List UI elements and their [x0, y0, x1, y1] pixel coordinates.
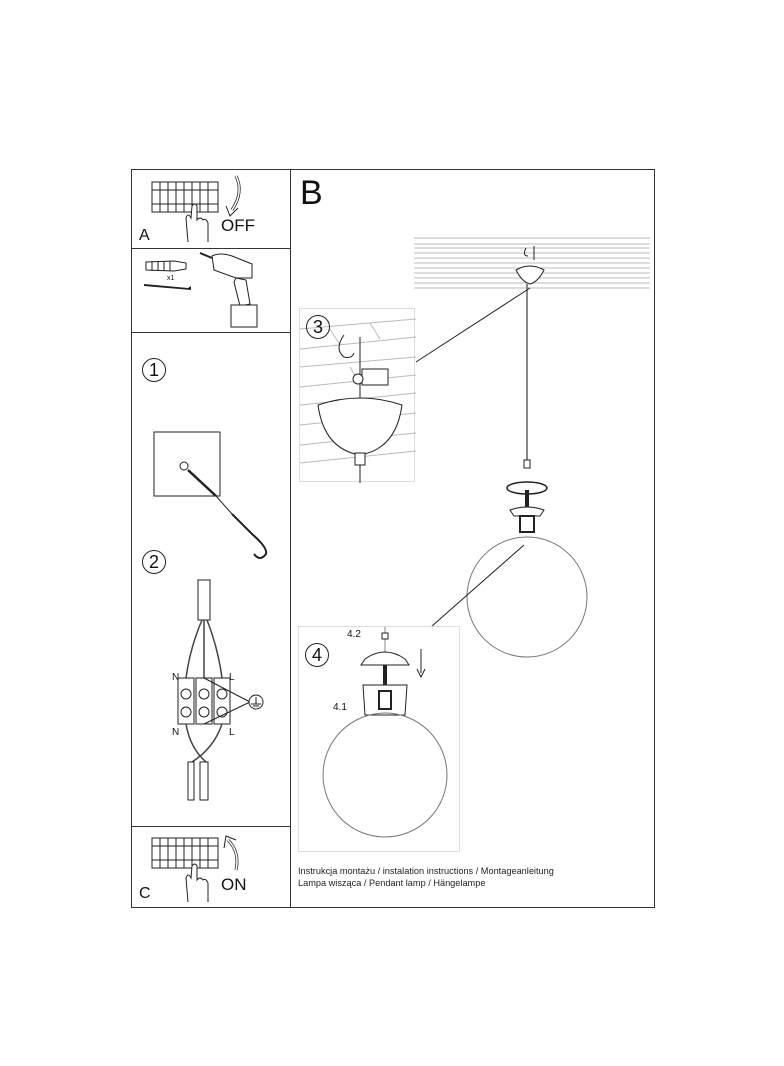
panel-a-letter: A: [139, 227, 150, 244]
hand-icon: [185, 203, 209, 243]
arrow-down-icon: [225, 175, 241, 217]
drill-icon: [199, 252, 258, 328]
caption-line-instructions: Instrukcja montażu / instalation instruc…: [298, 866, 554, 876]
circuit-breaker-icon: [151, 181, 219, 213]
terminal-label-n-bottom: N: [172, 727, 180, 738]
step-2-wiring-diagram: [177, 579, 264, 801]
document-caption: Instrukcja montażu / instalation instruc…: [298, 865, 554, 889]
divider-tools-steps: [131, 332, 291, 333]
part-label-4-2: 4.2: [347, 629, 361, 640]
screw-icon: [144, 284, 191, 290]
step-4-marker: 4: [305, 643, 329, 667]
terminal-label-l-bottom: L: [229, 727, 235, 738]
instruction-sheet-frame: [131, 169, 655, 908]
step-4-shade-assembly-illustration: [322, 627, 448, 838]
step-3-marker: 3: [306, 315, 330, 339]
divider-steps-c: [131, 826, 291, 827]
arrow-up-icon: [223, 835, 239, 871]
panel-b-letter: B: [300, 174, 323, 212]
step-1-marker: 1: [142, 358, 166, 382]
wall-plug-icon: [145, 260, 187, 272]
switch-off-label: OFF: [221, 216, 255, 235]
quantity-label: x1: [167, 275, 175, 282]
terminal-label-n-top: N: [172, 672, 180, 683]
terminal-label-l-top: L: [229, 672, 235, 683]
step-2-marker: 2: [142, 550, 166, 574]
step-3-inset: 3: [299, 308, 417, 483]
caption-line-product: Lampa wisząca / Pendant lamp / Hängelamp…: [298, 878, 486, 888]
switch-on-label: ON: [221, 875, 247, 894]
hand-icon: [185, 863, 209, 903]
step-1-hook-mounting-illustration: [153, 431, 268, 559]
panel-c-letter: C: [139, 885, 151, 902]
ceiling-illustration: [414, 237, 650, 289]
pendant-lamp-illustration: [466, 284, 588, 658]
step-4-inset: 4 4.2 4.1: [298, 626, 460, 852]
part-label-4-1: 4.1: [333, 702, 347, 713]
divider-a-tools: [131, 248, 291, 249]
column-divider: [290, 169, 291, 908]
circuit-breaker-icon: [151, 837, 219, 869]
